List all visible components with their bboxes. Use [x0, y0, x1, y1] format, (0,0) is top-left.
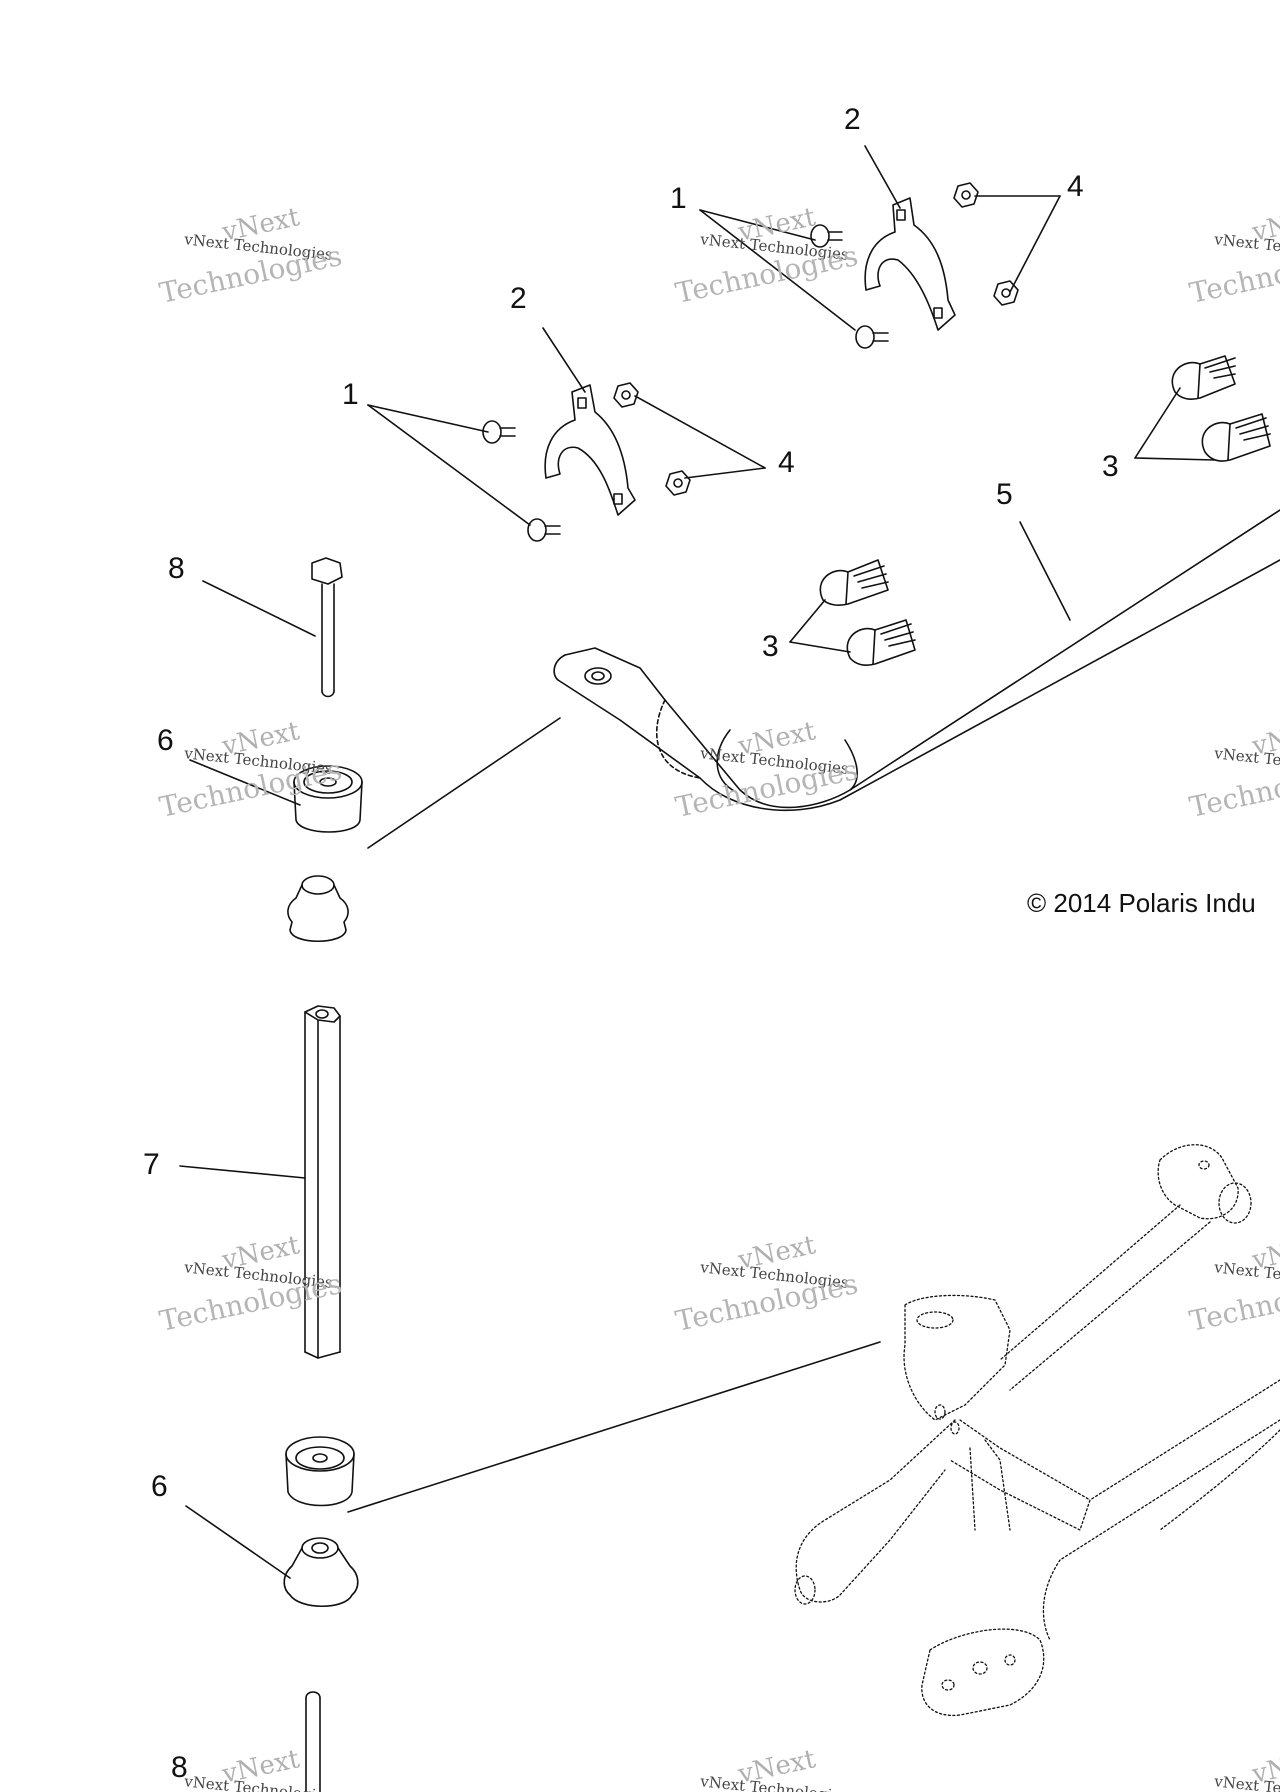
bolt-parts: [482, 224, 889, 542]
clamp-lower: [544, 384, 636, 516]
a-arm-frame: [794, 1144, 1280, 1717]
callout-3-right: 3: [1102, 450, 1119, 483]
callout-6-upper: 6: [157, 724, 174, 757]
callout-1-lower: 1: [342, 378, 359, 411]
callout-3-left: 3: [762, 630, 779, 663]
leader-lines: [179, 145, 1216, 1579]
callout-4-lower: 4: [778, 446, 795, 479]
callout-8-upper: 8: [168, 552, 185, 585]
copyright-notice: © 2014 Polaris Indu: [1027, 888, 1256, 918]
nut-parts: [613, 182, 1019, 496]
bushing-parts: [819, 355, 1271, 666]
callout-8-lower: 8: [171, 1751, 188, 1784]
link-bushing-upper: [287, 765, 363, 943]
link-rod: [304, 1005, 341, 1359]
callout-5: 5: [996, 478, 1013, 511]
callout-2-lower: 2: [510, 282, 527, 315]
callout-1-upper: 1: [670, 182, 687, 215]
callout-4-upper: 4: [1067, 170, 1084, 203]
callout-6-lower: 6: [151, 1470, 168, 1503]
callout-2-upper: 2: [844, 103, 861, 136]
long-bolt-upper: [311, 557, 343, 698]
clamp-upper: [864, 197, 956, 331]
stabilizer-bar: [553, 509, 1280, 812]
link-bushing-lower: [283, 1436, 359, 1607]
long-bolt-lower: [305, 1691, 321, 1792]
callout-7: 7: [143, 1148, 160, 1181]
